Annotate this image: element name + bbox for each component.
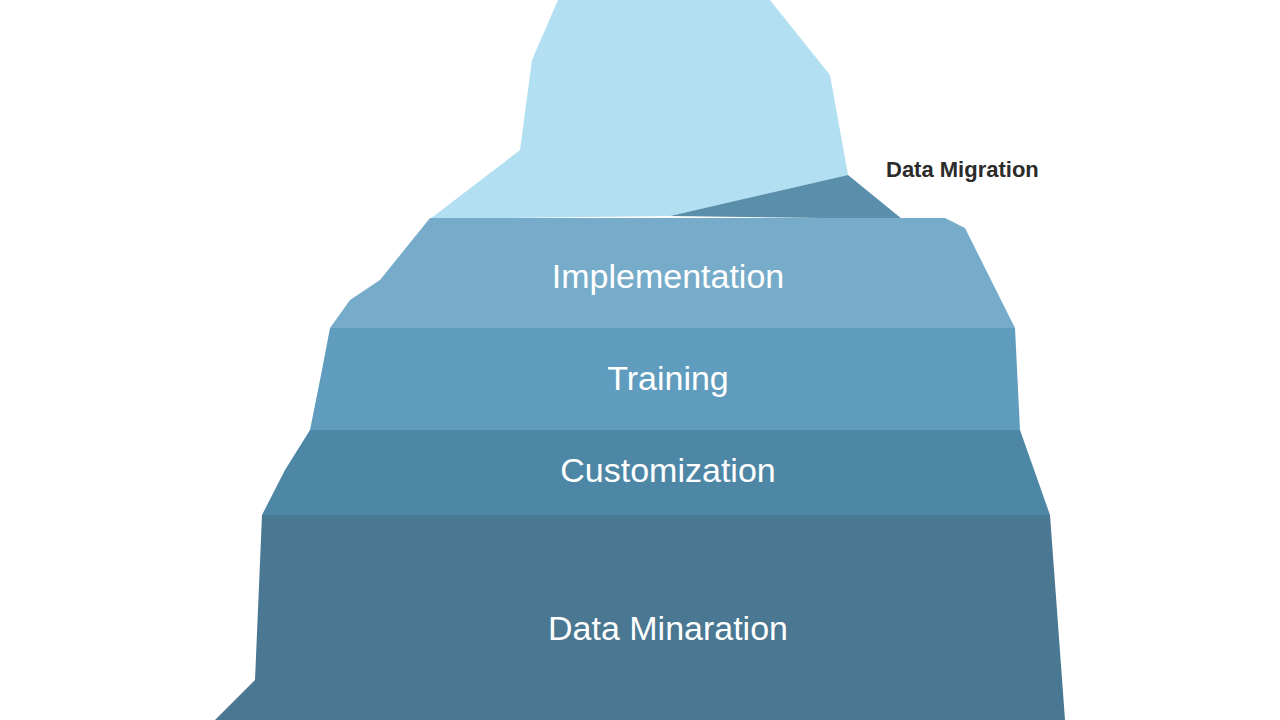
iceberg-band: Customization	[262, 430, 1050, 515]
band-label: Customization	[560, 451, 775, 490]
band-fill	[310, 328, 1020, 430]
callout-label: Data Migration	[886, 157, 1039, 183]
band-label: Data Minaration	[548, 609, 788, 648]
iceberg-band: Training	[310, 328, 1020, 430]
band-label: Training	[607, 359, 729, 398]
iceberg-peak	[430, 0, 848, 219]
band-label: Implementation	[552, 257, 784, 296]
iceberg-peak-shadow	[670, 175, 902, 219]
iceberg-band: Implementation	[330, 218, 1015, 328]
iceberg-base: Data Minaration	[215, 515, 1065, 720]
band-fill	[215, 515, 1065, 720]
band-fill	[330, 218, 1015, 328]
band-fill	[262, 430, 1050, 515]
